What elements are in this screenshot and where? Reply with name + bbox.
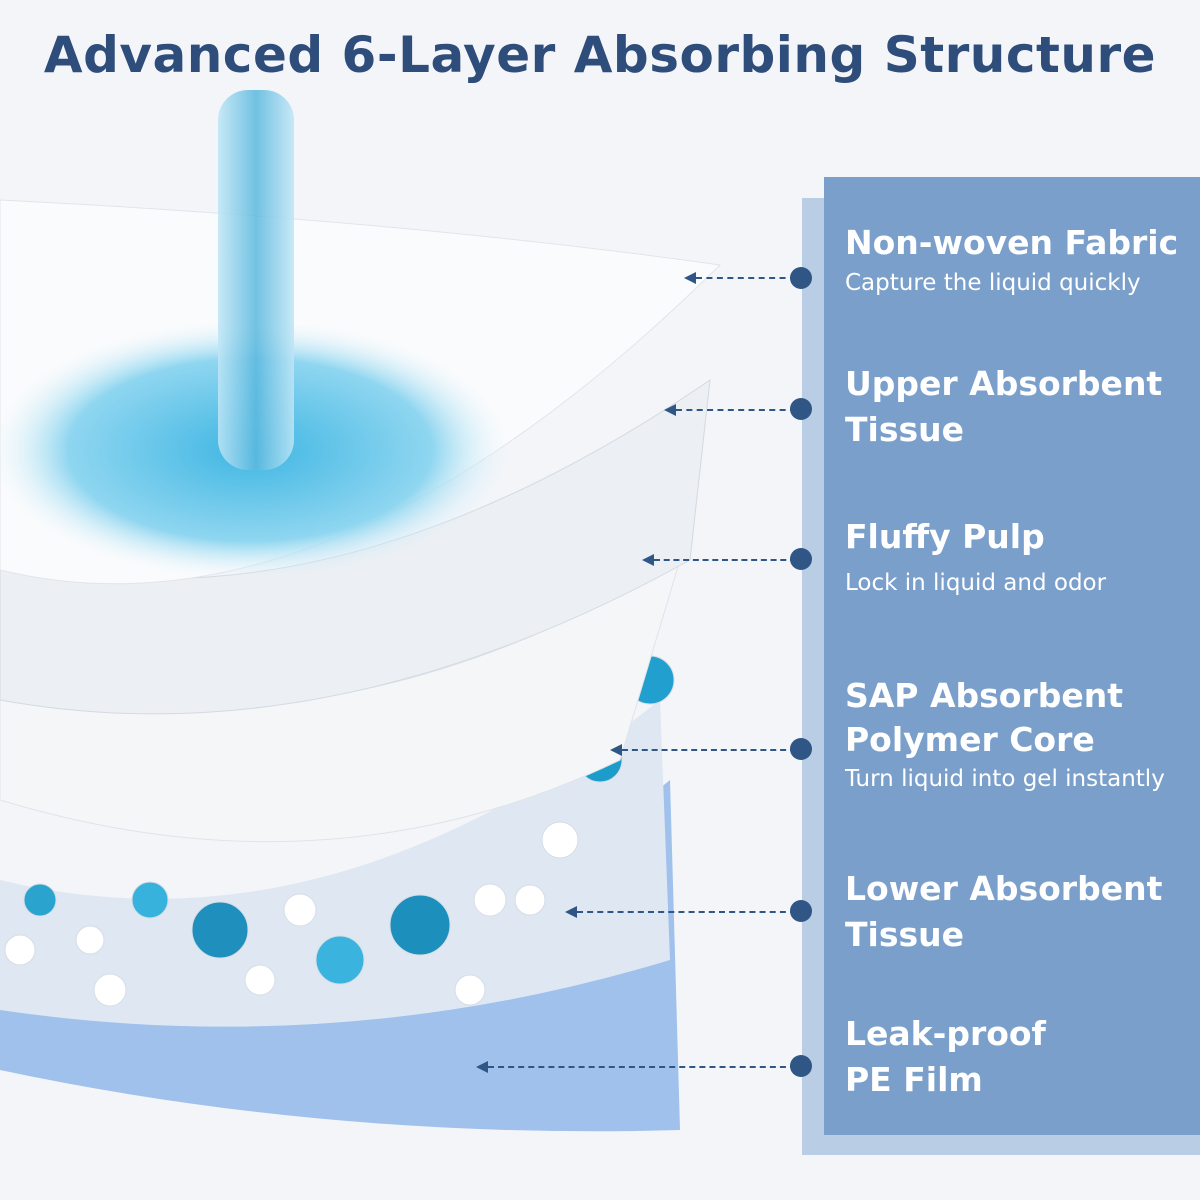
leader-line bbox=[654, 559, 796, 561]
layer-name: Non-woven Fabric bbox=[845, 223, 1179, 262]
layer-desc: Lock in liquid and odor bbox=[845, 570, 1107, 596]
layer-label-upper-tissue: Upper Absorbent Tissue bbox=[845, 361, 1175, 453]
sap-beads bbox=[4, 655, 675, 1007]
callout-dot bbox=[790, 267, 812, 289]
leader-line bbox=[696, 277, 796, 279]
leader-line bbox=[488, 1066, 796, 1068]
layer-desc: Capture the liquid quickly bbox=[845, 270, 1141, 296]
layer-name: SAP Absorbent Polymer Core bbox=[845, 676, 1124, 759]
callout-dot bbox=[790, 398, 812, 420]
layer-name: Upper Absorbent Tissue bbox=[845, 364, 1163, 449]
callout-dot bbox=[790, 548, 812, 570]
pe-film-layer bbox=[0, 780, 680, 1132]
callout-dot bbox=[790, 1055, 812, 1077]
layer-label-lower-tissue: Lower Absorbent Tissue bbox=[845, 866, 1175, 958]
layer-label-nonwoven: Non-woven Fabric Capture the liquid quic… bbox=[845, 220, 1178, 300]
layer-desc: Turn liquid into gel instantly bbox=[845, 766, 1165, 792]
leader-line bbox=[676, 409, 796, 411]
layer-label-sap-core: SAP Absorbent Polymer Core Turn liquid i… bbox=[845, 674, 1165, 796]
layer-name: Leak-proof PE Film bbox=[845, 1014, 1046, 1099]
leader-line bbox=[622, 749, 796, 751]
callout-dot bbox=[790, 900, 812, 922]
leader-line bbox=[577, 911, 796, 913]
callout-dot bbox=[790, 738, 812, 760]
arrow-icon bbox=[642, 554, 654, 566]
water-stream bbox=[218, 90, 294, 470]
arrow-icon bbox=[684, 272, 696, 284]
layer-label-pe-film: Leak-proof PE Film bbox=[845, 1011, 1075, 1103]
lower-tissue-layer bbox=[0, 700, 670, 1027]
layer-name: Fluffy Pulp bbox=[845, 517, 1045, 556]
arrow-icon bbox=[664, 404, 676, 416]
arrow-icon bbox=[610, 744, 622, 756]
page-title: Advanced 6-Layer Absorbing Structure bbox=[43, 26, 1157, 84]
arrow-icon bbox=[476, 1061, 488, 1073]
layer-name: Lower Absorbent Tissue bbox=[845, 869, 1163, 954]
arrow-icon bbox=[565, 906, 577, 918]
label-panel bbox=[824, 177, 1200, 1135]
layer-label-fluffy-pulp: Fluffy Pulp Lock in liquid and odor bbox=[845, 514, 1106, 600]
